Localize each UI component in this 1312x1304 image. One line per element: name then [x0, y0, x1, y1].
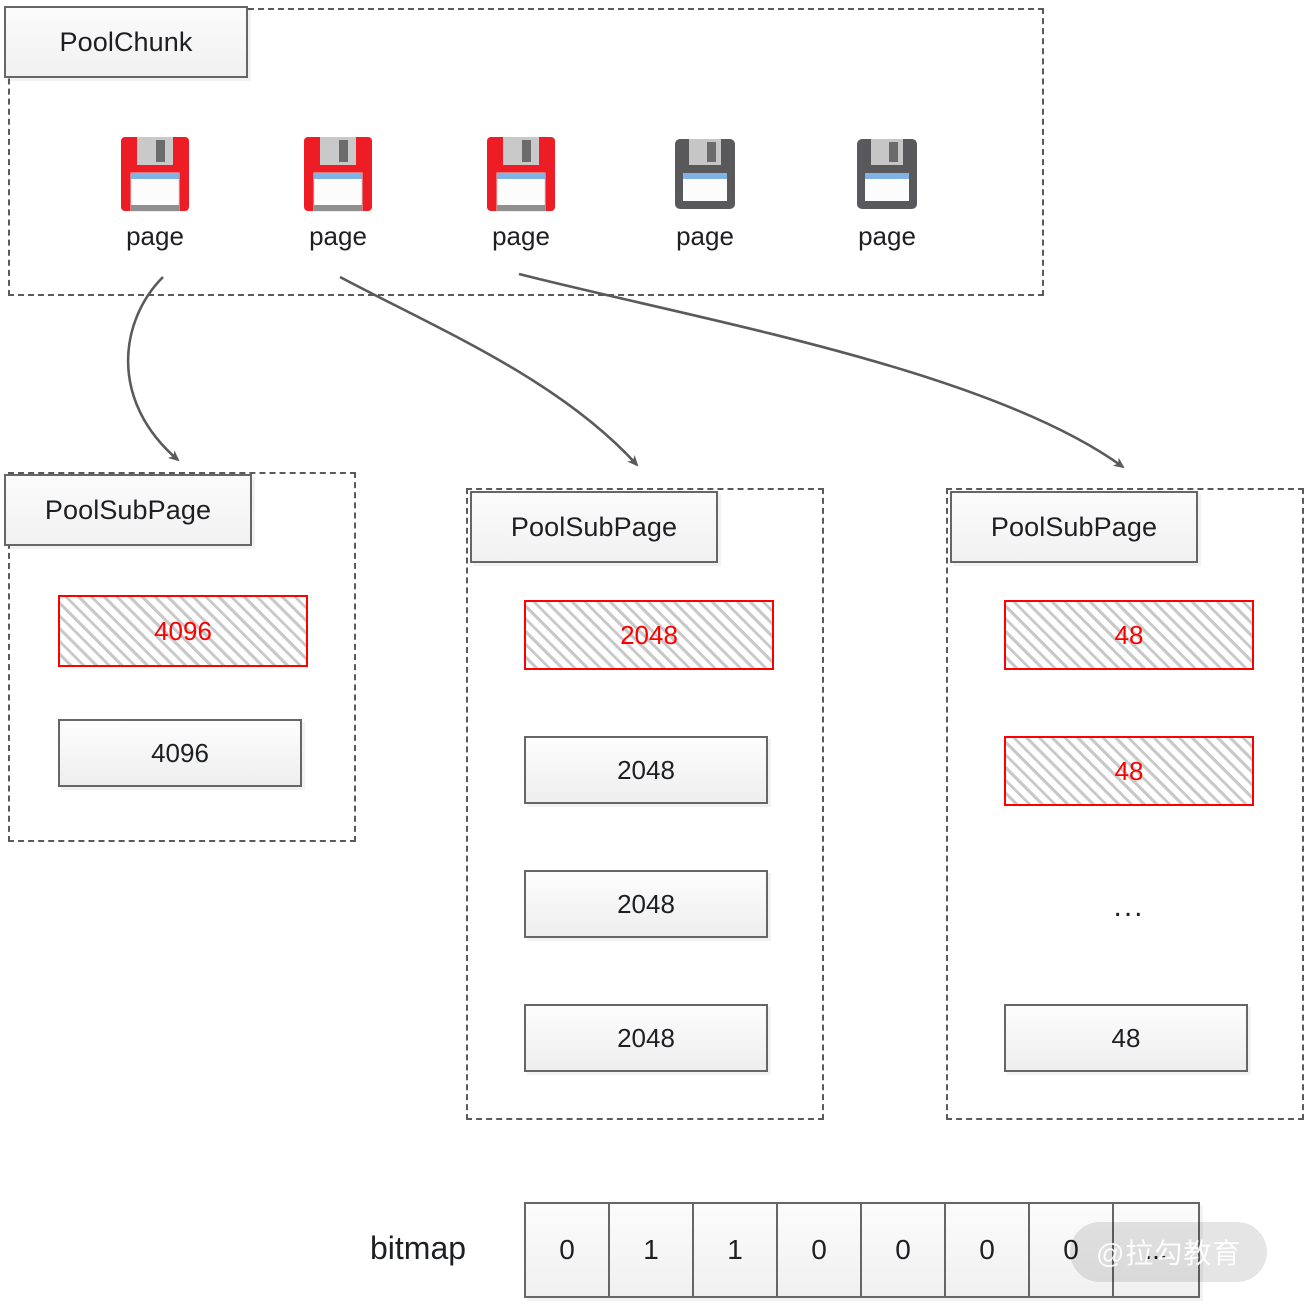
memory-block-value: 2048 — [617, 1022, 675, 1053]
memory-block-allocated[interactable]: 48 — [1004, 600, 1254, 670]
memory-block-free[interactable]: 48 — [1004, 1004, 1248, 1072]
page-item-1[interactable]: page — [100, 133, 210, 252]
poolchunk-title-box: PoolChunk — [4, 6, 248, 78]
arrow-page1-to-subpage1 — [126, 276, 180, 462]
floppy-disk-icon — [304, 137, 372, 212]
floppy-disk-icon — [121, 137, 189, 212]
bitmap-row: 0 1 1 0 0 0 0 ... — [524, 1202, 1200, 1298]
bitmap-cell[interactable]: ... — [1144, 1234, 1168, 1265]
poolsubpage-title-box-3: PoolSubPage — [950, 491, 1198, 563]
poolsubpage-title-label-1: PoolSubPage — [44, 494, 212, 525]
bitmap-cell[interactable]: 0 — [1030, 1204, 1114, 1296]
page-item-2[interactable]: page — [283, 133, 393, 252]
memory-block-free[interactable]: 4096 — [58, 719, 302, 787]
memory-block-value: 4096 — [151, 737, 209, 768]
poolsubpage-container-2 — [466, 488, 824, 1120]
poolsubpage-container-3 — [946, 488, 1304, 1120]
poolsubpage-title-box-1: PoolSubPage — [4, 474, 252, 546]
floppy-disk-icon — [675, 139, 735, 209]
memory-block-free[interactable]: 2048 — [524, 736, 768, 804]
bitmap-cell[interactable]: 1 — [694, 1204, 778, 1296]
page-label-5: page — [858, 221, 916, 251]
bitmap-cell[interactable]: 0 — [862, 1204, 946, 1296]
memory-block-value: 2048 — [620, 619, 678, 650]
memory-block-free[interactable]: 2048 — [524, 1004, 768, 1072]
memory-block-allocated[interactable]: 48 — [1004, 736, 1254, 806]
poolchunk-title-label: PoolChunk — [59, 26, 193, 57]
page-label-1: page — [126, 221, 184, 251]
bitmap-label: bitmap — [370, 1230, 467, 1266]
page-item-4[interactable]: page — [650, 133, 760, 252]
memory-block-ellipsis: ... — [1113, 890, 1145, 923]
page-item-3[interactable]: page — [466, 133, 576, 252]
bitmap-cell[interactable]: 0 — [778, 1204, 862, 1296]
poolsubpage-title-label-3: PoolSubPage — [990, 511, 1158, 542]
memory-block-free[interactable]: 2048 — [524, 870, 768, 938]
arrow-page2-to-subpage2 — [339, 275, 639, 467]
memory-block-value: 2048 — [617, 888, 675, 919]
poolsubpage-title-label-2: PoolSubPage — [510, 511, 678, 542]
memory-block-value: 2048 — [617, 754, 675, 785]
arrow-page3-to-subpage3 — [518, 272, 1125, 469]
memory-block-value: 4096 — [154, 615, 212, 646]
floppy-disk-icon — [857, 139, 917, 209]
floppy-disk-icon — [487, 137, 555, 212]
page-item-5[interactable]: page — [832, 133, 942, 252]
bitmap-cell[interactable]: 0 — [946, 1204, 1030, 1296]
memory-block-value: 48 — [1114, 619, 1144, 650]
memory-block-value: 48 — [1114, 755, 1144, 786]
bitmap-cell[interactable]: 1 — [610, 1204, 694, 1296]
page-label-2: page — [309, 221, 367, 251]
memory-block-value: 48 — [1111, 1022, 1141, 1053]
page-label-3: page — [492, 221, 550, 251]
memory-block-allocated[interactable]: 4096 — [58, 595, 308, 667]
bitmap-cell[interactable]: 0 — [526, 1204, 610, 1296]
poolsubpage-container-1 — [8, 472, 356, 842]
memory-block-allocated[interactable]: 2048 — [524, 600, 774, 670]
page-label-4: page — [676, 221, 734, 251]
poolchunk-container — [8, 8, 1044, 296]
poolsubpage-title-box-2: PoolSubPage — [470, 491, 718, 563]
